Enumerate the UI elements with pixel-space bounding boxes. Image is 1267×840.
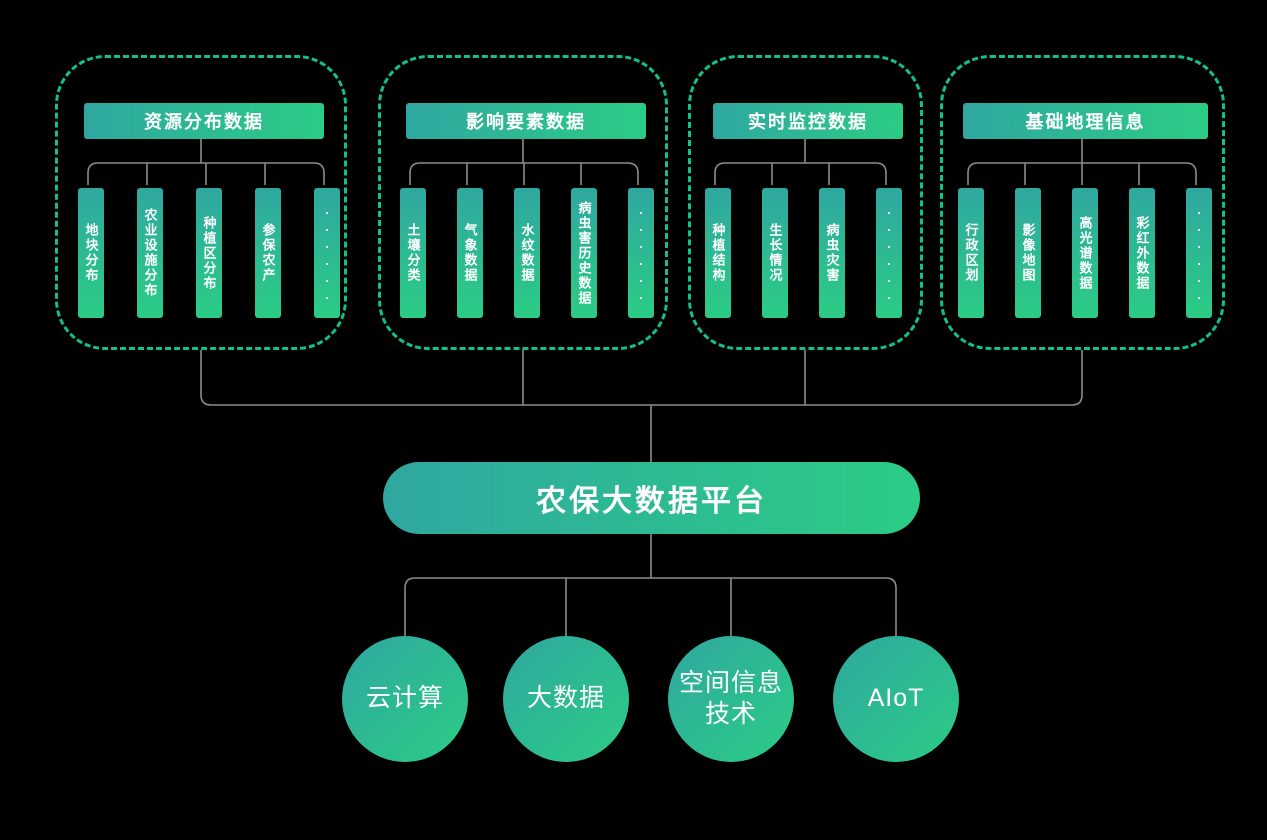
data-item-bar: 参保农产 [255, 188, 281, 318]
tech-node-aiot: AIoT [833, 636, 959, 762]
data-item-bar: 种植结构 [705, 188, 731, 318]
data-item-label: ...... [1191, 202, 1207, 304]
data-item-label: 病虫灾害 [824, 223, 840, 283]
data-item-bar-ellipsis: ...... [628, 188, 654, 318]
group-header: 基础地理信息 [963, 103, 1208, 139]
data-item-label: 农业设施分布 [142, 208, 158, 298]
group-influencing-factors: 影响要素数据 土壤分类 气象数据 水纹数据 病虫害历史数据 ...... [378, 55, 668, 350]
data-item-bar: 气象数据 [457, 188, 483, 318]
data-item-bar-ellipsis: ...... [1186, 188, 1212, 318]
data-item-bar: 水纹数据 [514, 188, 540, 318]
data-item-label: 地块分布 [83, 223, 99, 283]
group-title: 实时监控数据 [748, 112, 868, 132]
data-item-bar: 种植区分布 [196, 188, 222, 318]
data-item-label: ...... [319, 202, 335, 304]
data-item-label: 种植区分布 [201, 215, 217, 291]
data-item-label: 影像地图 [1020, 223, 1036, 283]
group-title: 影响要素数据 [466, 112, 586, 132]
data-item-label: 种植结构 [710, 223, 726, 283]
group-title: 资源分布数据 [144, 112, 264, 132]
group-header: 影响要素数据 [406, 103, 646, 139]
data-item-bar: 影像地图 [1015, 188, 1041, 318]
data-item-label: 行政区划 [963, 223, 979, 283]
data-item-bar-ellipsis: ...... [876, 188, 902, 318]
platform-label: 农保大数据平台 [536, 485, 767, 518]
tech-label: 云计算 [365, 684, 444, 713]
data-item-bar-ellipsis: ...... [314, 188, 340, 318]
group-header: 实时监控数据 [713, 103, 903, 139]
data-item-bar: 病虫灾害 [819, 188, 845, 318]
tech-node-spatial-info: 空间信息技术 [668, 636, 794, 762]
data-item-bar: 彩红外数据 [1129, 188, 1155, 318]
data-item-label: 水纹数据 [519, 223, 535, 283]
data-item-label: 参保农产 [260, 223, 276, 283]
platform-node: 农保大数据平台 [383, 462, 920, 534]
data-item-label: 生长情况 [767, 223, 783, 283]
tech-label: 空间信息技术 [678, 668, 783, 728]
data-item-label: ...... [633, 202, 649, 304]
data-item-bar: 生长情况 [762, 188, 788, 318]
data-item-bar: 高光谱数据 [1072, 188, 1098, 318]
data-item-bar: 地块分布 [78, 188, 104, 318]
tech-label: AIoT [867, 684, 925, 713]
group-header: 资源分布数据 [84, 103, 324, 139]
group-resource-distribution: 资源分布数据 地块分布 农业设施分布 种植区分布 参保农产 ...... [55, 55, 347, 350]
data-item-label: 土壤分类 [405, 223, 421, 283]
data-item-label: 气象数据 [462, 223, 478, 283]
data-item-bar: 行政区划 [958, 188, 984, 318]
tech-node-big-data: 大数据 [503, 636, 629, 762]
group-title: 基础地理信息 [1025, 112, 1146, 132]
group-realtime-monitoring: 实时监控数据 种植结构 生长情况 病虫灾害 ...... [688, 55, 923, 350]
data-item-label: 高光谱数据 [1077, 215, 1093, 291]
tech-label: 大数据 [526, 684, 605, 713]
data-item-bar: 病虫害历史数据 [571, 188, 597, 318]
group-basic-geographic: 基础地理信息 行政区划 影像地图 高光谱数据 彩红外数据 ...... [940, 55, 1225, 350]
data-item-bar: 农业设施分布 [137, 188, 163, 318]
tech-node-cloud-computing: 云计算 [342, 636, 468, 762]
data-item-bar: 土壤分类 [400, 188, 426, 318]
data-item-label: 彩红外数据 [1134, 215, 1150, 291]
data-item-label: 病虫害历史数据 [576, 200, 592, 306]
data-item-label: ...... [881, 202, 897, 304]
